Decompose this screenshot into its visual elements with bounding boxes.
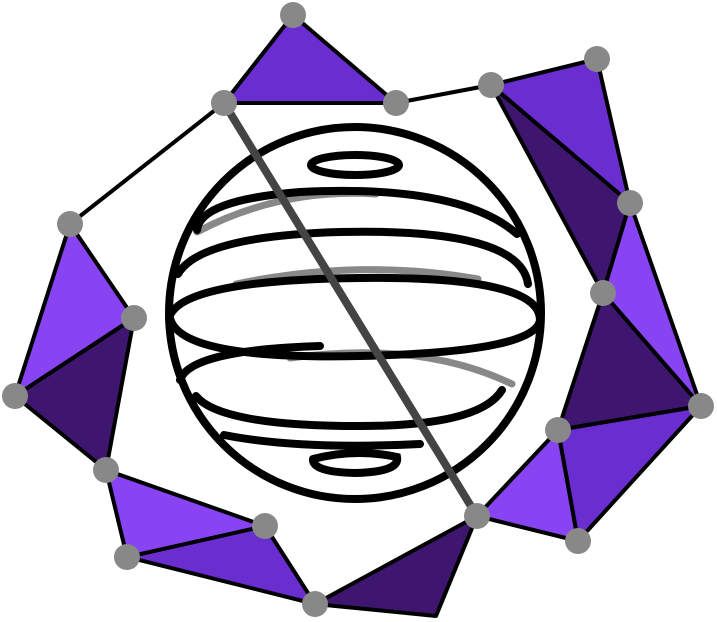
latitude-line	[174, 227, 532, 288]
vertex	[545, 417, 571, 443]
triangle-face	[475, 428, 580, 543]
vertex	[211, 90, 237, 116]
vertex	[464, 503, 490, 529]
triangle-face	[104, 468, 267, 559]
sphere	[165, 123, 545, 503]
triangle-face	[313, 514, 479, 618]
triangle-faces	[13, 13, 703, 618]
edge	[68, 101, 226, 226]
triangle-face	[556, 404, 703, 543]
south-cap	[309, 449, 402, 478]
hidden-latitude	[232, 266, 482, 288]
vertex	[252, 513, 278, 539]
rotation-axis	[220, 99, 481, 520]
vertex	[121, 305, 147, 331]
vertex	[617, 190, 643, 216]
triangle-face	[13, 316, 136, 472]
latitude-line	[192, 386, 506, 431]
vertex	[93, 457, 119, 483]
vertex	[302, 591, 328, 617]
latitude-line	[220, 431, 424, 450]
connecting-edges	[68, 83, 492, 226]
vertex	[478, 72, 504, 98]
edge	[395, 83, 492, 105]
vertex	[584, 46, 610, 72]
vertex	[114, 544, 140, 570]
vertex	[57, 211, 83, 237]
latitude-line	[165, 273, 545, 361]
triangle-face	[222, 13, 398, 105]
north-cap	[307, 151, 403, 179]
vertex	[688, 393, 714, 419]
vertex	[383, 90, 409, 116]
vertex	[280, 2, 306, 28]
latitude-line	[193, 186, 521, 238]
vertex	[590, 280, 616, 306]
vertex	[565, 528, 591, 554]
vertex	[2, 383, 28, 409]
latitude-line	[176, 342, 324, 384]
